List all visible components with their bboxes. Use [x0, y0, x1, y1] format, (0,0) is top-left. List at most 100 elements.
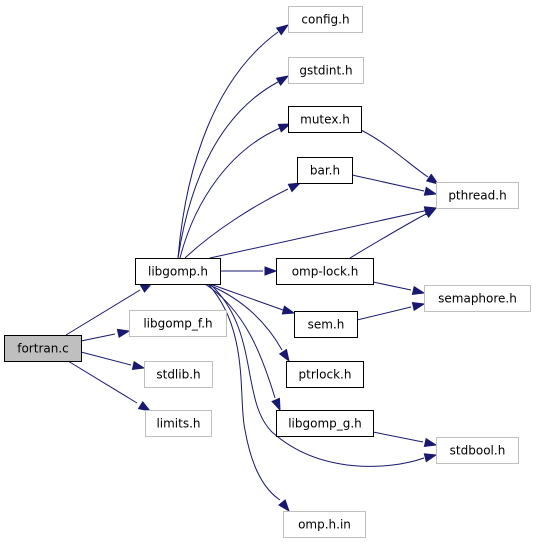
node-label: pthread.h — [448, 189, 506, 203]
node-box — [288, 57, 364, 84]
edge-line — [356, 306, 412, 321]
node-label: semaphore.h — [438, 292, 517, 306]
edge-line — [209, 283, 284, 311]
edge-line — [351, 174, 425, 192]
edge-omplock-to-pthread — [349, 207, 438, 259]
node-box — [436, 182, 519, 209]
nodes-layer: fortran.c libgomp.h libgomp_f.h stdlib.h lim… — [4, 6, 531, 538]
node-label: libgomp_g.h — [288, 417, 362, 431]
arrowhead-icon — [287, 182, 302, 193]
node-label: limits.h — [156, 417, 200, 431]
node-libgomp[interactable]: libgomp.h — [135, 258, 221, 285]
node-label: libgomp_f.h — [143, 317, 212, 331]
arrowhead-icon — [281, 305, 296, 315]
arrowhead-icon — [131, 360, 146, 371]
edge-line — [207, 283, 281, 501]
node-box — [286, 361, 364, 388]
arrowhead-icon — [425, 173, 440, 185]
edge-line — [184, 188, 289, 259]
arrowhead-icon — [264, 266, 278, 276]
node-label: stdlib.h — [156, 368, 200, 382]
edge-sem-to-semaphore — [356, 301, 426, 321]
edge-line — [80, 333, 116, 342]
node-label: libgomp.h — [148, 265, 208, 279]
node-label: omp.h.in — [298, 518, 351, 532]
node-label: config.h — [301, 13, 349, 27]
node-box — [4, 335, 82, 362]
node-bar[interactable]: bar.h — [297, 157, 353, 184]
node-stdlib: stdlib.h — [144, 361, 213, 388]
edge-line — [80, 351, 132, 366]
node-box — [288, 6, 363, 33]
node-box — [294, 311, 358, 338]
edge-fortran-to-limits — [67, 360, 152, 412]
node-label: omp-lock.h — [292, 265, 359, 279]
node-box — [145, 410, 212, 437]
arrowhead-icon — [423, 437, 438, 448]
arrowhead-icon — [423, 453, 438, 463]
node-gstdint: gstdint.h — [288, 57, 364, 84]
node-box — [276, 410, 374, 437]
node-box — [436, 437, 519, 464]
edge-libgomp_g-to-stdbool — [372, 431, 438, 448]
node-box — [135, 258, 221, 285]
node-box — [283, 511, 366, 538]
node-box — [129, 310, 227, 337]
node-config: config.h — [288, 6, 363, 33]
node-fortran[interactable]: fortran.c — [4, 335, 82, 362]
edges-layer — [65, 24, 440, 513]
edge-libgomp-to-sem — [209, 283, 296, 315]
edge-libgomp-to-config — [177, 24, 290, 259]
edge-libgomp-to-omph — [207, 283, 290, 513]
node-semaphore: semaphore.h — [424, 285, 531, 312]
edge-bar-to-pthread — [351, 174, 438, 196]
edge-mutex-to-pthread — [360, 129, 440, 185]
node-pthread: pthread.h — [436, 182, 519, 209]
node-label: sem.h — [308, 318, 345, 332]
node-label: stdbool.h — [450, 444, 506, 458]
edge-line — [179, 127, 281, 259]
edge-fortran-to-libgomp_f — [80, 328, 131, 342]
edge-libgomp-to-bar — [184, 182, 302, 259]
node-box — [276, 258, 374, 285]
arrowhead-icon — [411, 301, 426, 312]
node-label: ptrlock.h — [299, 368, 352, 382]
edge-fortran-to-stdlib — [80, 351, 146, 371]
arrowhead-icon — [423, 207, 438, 218]
node-ptrlock[interactable]: ptrlock.h — [286, 361, 364, 388]
arrowhead-icon — [411, 285, 426, 296]
edge-libgomp-to-pthread — [209, 206, 438, 259]
node-mutex[interactable]: mutex.h — [288, 106, 362, 133]
node-stdbool: stdbool.h — [436, 437, 519, 464]
node-box — [144, 361, 213, 388]
node-sem[interactable]: sem.h — [294, 311, 358, 338]
edge-line — [67, 360, 138, 404]
edge-libgomp-to-libgomp_g — [204, 283, 281, 412]
arrowhead-icon — [116, 328, 131, 339]
edge-line — [65, 289, 141, 336]
node-omplock[interactable]: omp-lock.h — [276, 258, 374, 285]
edge-libgomp-to-stdbool — [209, 283, 438, 467]
node-libgomp_g[interactable]: libgomp_g.h — [276, 410, 374, 437]
edge-line — [372, 431, 424, 443]
edge-line — [204, 283, 276, 399]
node-label: fortran.c — [17, 342, 69, 356]
node-label: mutex.h — [300, 113, 350, 127]
edge-libgomp-to-gstdint — [177, 75, 290, 259]
arrowhead-icon — [423, 186, 438, 196]
edge-omplock-to-semaphore — [372, 281, 426, 296]
edge-libgomp-to-mutex — [179, 123, 292, 259]
arrowhead-icon — [278, 499, 290, 513]
edge-libgomp-to-omplock — [220, 266, 278, 276]
edge-line — [209, 283, 425, 467]
edge-libgomp-to-ptrlock — [206, 283, 290, 363]
node-limits: limits.h — [145, 410, 212, 437]
arrowhead-icon — [137, 400, 152, 412]
arrowhead-icon — [271, 397, 281, 412]
edge-line — [177, 81, 279, 259]
edge-line — [349, 213, 427, 259]
arrowhead-icon — [278, 348, 290, 363]
edge-line — [177, 31, 279, 259]
edge-line — [360, 129, 429, 178]
